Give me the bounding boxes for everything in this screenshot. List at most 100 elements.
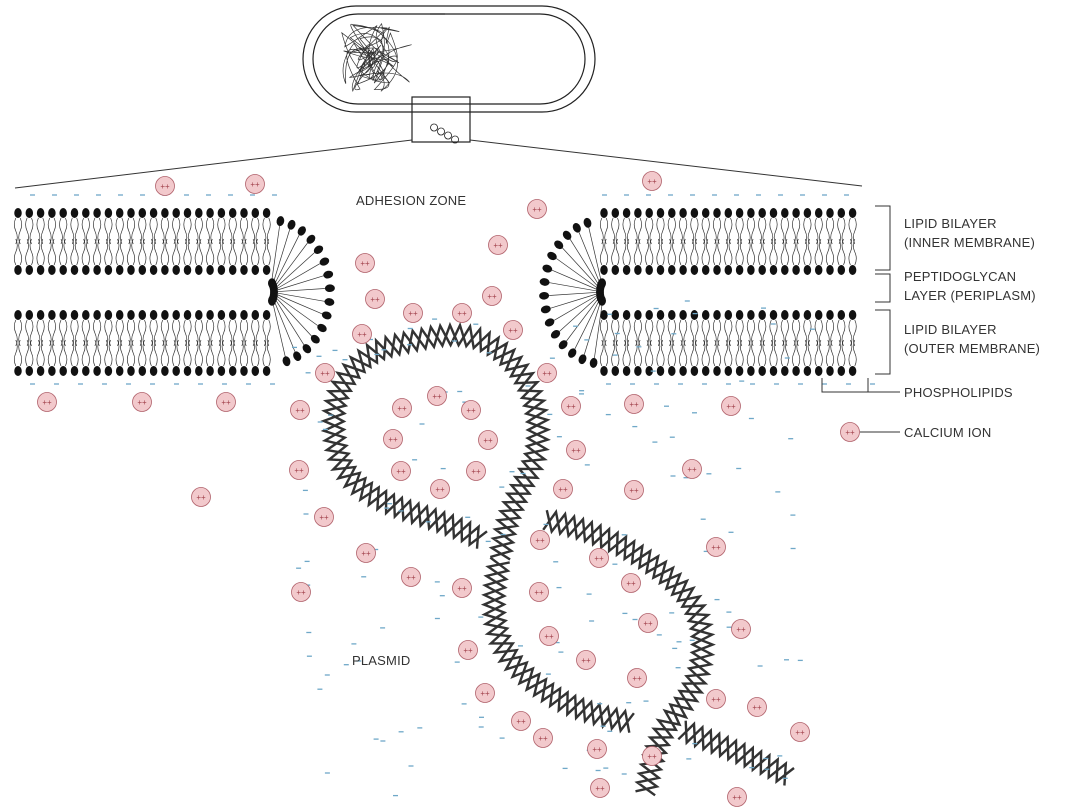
ion-charge-label: ++ <box>319 513 329 522</box>
ion-charge-label: ++ <box>320 369 330 378</box>
bacterium-cell <box>303 6 595 143</box>
ion-charge-label: ++ <box>542 369 552 378</box>
ion-charge-label: ++ <box>581 656 591 665</box>
calcium-ion: ++ <box>622 574 641 593</box>
calcium-ion: ++ <box>483 287 502 306</box>
ion-charge-label: ++ <box>471 467 481 476</box>
ion-charge-label: ++ <box>647 752 657 761</box>
calcium-ion: ++ <box>791 723 810 742</box>
adhesion-zone-label: ADHESION ZONE <box>356 193 466 208</box>
calcium-ions: ++ ++ ++ ++ ++ ++ ++ ++ ++ ++ ++ ++ ++ ++ ++ ++ ++ ++ ++ ++… <box>38 172 860 807</box>
ion-charge-label: ++ <box>795 728 805 737</box>
ion-charge-label: ++ <box>457 584 467 593</box>
ion-charge-label: ++ <box>406 573 416 582</box>
ion-charge-label: ++ <box>752 703 762 712</box>
ion-charge-label: ++ <box>466 406 476 415</box>
ion-charge-label: ++ <box>432 392 442 401</box>
ion-charge-label: ++ <box>571 446 581 455</box>
ion-charge-label: ++ <box>647 177 657 186</box>
ion-charge-label: ++ <box>626 579 636 588</box>
ion-charge-label: ++ <box>736 625 746 634</box>
calcium-ion: ++ <box>192 488 211 507</box>
calcium-ion: ++ <box>467 462 486 481</box>
ion-charge-label: ++ <box>388 435 398 444</box>
ion-charge-label: ++ <box>643 619 653 628</box>
calcium-ion: ++ <box>459 641 478 660</box>
calcium-ion: ++ <box>356 254 375 273</box>
calcium-ion: ++ <box>453 579 472 598</box>
calcium-ion: ++ <box>404 304 423 323</box>
calcium-ion: ++ <box>707 538 726 557</box>
ion-charge-label: ++ <box>711 695 721 704</box>
ion-charge-label: ++ <box>408 309 418 318</box>
calcium-ion: ++ <box>462 401 481 420</box>
ion-charge-label: ++ <box>516 717 526 726</box>
calcium-ion: ++ <box>567 441 586 460</box>
ion-charge-label: ++ <box>487 292 497 301</box>
inner-membrane-label-1: LIPID BILAYER <box>904 216 997 231</box>
calcium-ion: ++ <box>531 531 550 550</box>
periplasm-label-1: PEPTIDOGLYCAN <box>904 269 1016 284</box>
chromosome-tangle <box>342 14 459 143</box>
calcium-ion: ++ <box>591 779 610 798</box>
ion-charge-label: ++ <box>535 536 545 545</box>
calcium-ion: ++ <box>291 401 310 420</box>
calcium-ion: ++ <box>628 669 647 688</box>
calcium-ion: ++ <box>476 684 495 703</box>
calcium-ion: ++ <box>577 651 596 670</box>
calcium-ion: ++ <box>512 712 531 731</box>
ion-charge-label: ++ <box>845 428 855 437</box>
right-membrane <box>539 208 856 376</box>
ion-charge-label: ++ <box>357 330 367 339</box>
ion-charge-label: ++ <box>629 400 639 409</box>
calcium-ion: ++ <box>625 481 644 500</box>
calcium-ion: ++ <box>530 583 549 602</box>
calcium-ion: ++ <box>562 397 581 416</box>
ion-charge-label: ++ <box>483 436 493 445</box>
ion-charge-label: ++ <box>360 259 370 268</box>
ion-charge-label: ++ <box>294 466 304 475</box>
calcium-ion: ++ <box>707 690 726 709</box>
ion-charge-label: ++ <box>732 793 742 802</box>
ion-charge-label: ++ <box>544 632 554 641</box>
calcium-ion: ++ <box>479 431 498 450</box>
calcium-ion: ++ <box>431 480 450 499</box>
ion-charge-label: ++ <box>558 485 568 494</box>
ion-charge-label: ++ <box>435 485 445 494</box>
ion-charge-label: ++ <box>370 295 380 304</box>
calcium-ion: ++ <box>393 399 412 418</box>
calcium-ion: ++ <box>534 729 553 748</box>
calcium-ion: ++ <box>392 462 411 481</box>
ion-charge-label: ++ <box>726 402 736 411</box>
calcium-ion: ++ <box>643 172 662 191</box>
ion-charge-label: ++ <box>296 588 306 597</box>
plasmid-dna <box>324 325 794 795</box>
legend-brackets <box>822 206 900 432</box>
ion-charge-label: ++ <box>532 205 542 214</box>
calcium-ion: ++ <box>732 620 751 639</box>
ion-charge-label: ++ <box>295 406 305 415</box>
calcium-ion: ++ <box>38 393 57 412</box>
ion-charge-label: ++ <box>594 554 604 563</box>
calcium-ion: ++ <box>133 393 152 412</box>
ion-charge-label: ++ <box>397 404 407 413</box>
calcium-ion: ++ <box>554 480 573 499</box>
ion-charge-label: ++ <box>137 398 147 407</box>
calcium-ion: ++ <box>722 397 741 416</box>
calcium-ion: ++ <box>357 544 376 563</box>
ion-charge-label: ++ <box>250 180 260 189</box>
calcium-ion-label: CALCIUM ION <box>904 425 991 440</box>
ion-charge-label: ++ <box>566 402 576 411</box>
calcium-ion: ++ <box>489 236 508 255</box>
ion-charge-label: ++ <box>196 493 206 502</box>
calcium-ion: ++ <box>841 423 860 442</box>
outer-membrane-label-1: LIPID BILAYER <box>904 322 997 337</box>
left-membrane <box>14 208 335 376</box>
plasmid-strand <box>543 512 712 791</box>
ion-charge-label: ++ <box>508 326 518 335</box>
ion-charge-label: ++ <box>595 784 605 793</box>
calcium-ion: ++ <box>728 788 747 807</box>
calcium-ion: ++ <box>643 747 662 766</box>
ion-charge-label: ++ <box>493 241 503 250</box>
